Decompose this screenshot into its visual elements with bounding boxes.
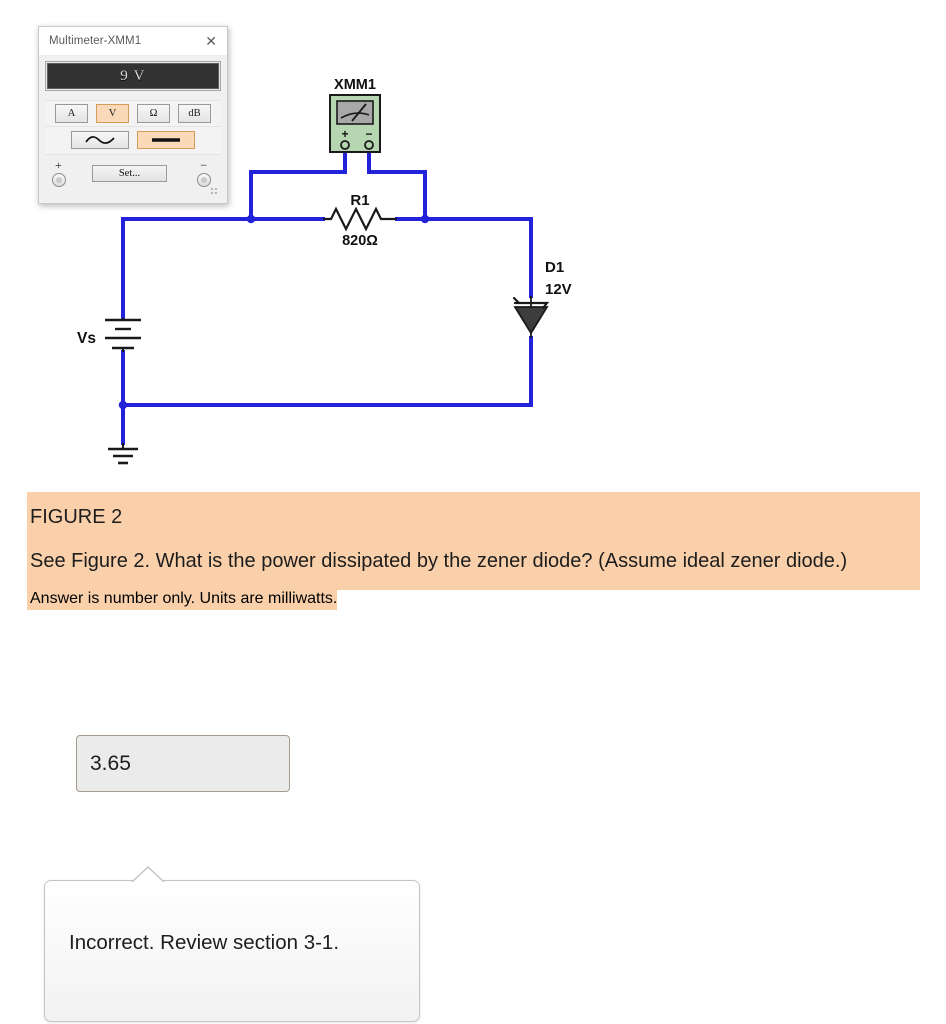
dc-line-icon[interactable] [137,131,195,149]
mode-button-volts[interactable]: V [96,104,129,123]
xmm1-plus-label: + [341,127,348,141]
multimeter-title: Multimeter-XMM1 [49,35,142,47]
mode-button-amps[interactable]: A [55,104,88,123]
question-prompt: See Figure 2. What is the power dissipat… [27,546,920,590]
figure-title: FIGURE 2 [27,492,920,546]
multimeter-waveform-row [45,127,221,155]
terminal-minus-label: − [200,158,207,172]
circuit-diagram: + − XMM1 R1 820Ω D1 12V [0,0,946,480]
diode-d1-value: 12V [545,281,572,298]
circuit-junctions [118,214,430,410]
mode-button-ohms[interactable]: Ω [137,104,170,123]
multimeter-display: 9 V [47,63,219,89]
feedback-message: Incorrect. Review section 3-1. [69,931,340,954]
multimeter-titlebar[interactable]: Multimeter-XMM1 ✕ [39,27,227,56]
resistor-r1-zigzag [323,206,397,232]
answer-input[interactable] [76,735,290,792]
voltage-source-label: Vs [77,330,96,347]
xmm1-ref-label: XMM1 [334,77,376,93]
multimeter-bottom-row: + Set... − [45,157,221,197]
diode-d1-zener-bar [512,296,550,310]
ac-sine-glyph [85,136,115,144]
wire-meter-left-branch [249,170,347,221]
terminal-plus-label: + [55,158,62,172]
ground-symbol [108,443,138,465]
voltage-source-vs[interactable]: Vs [77,318,141,352]
resistor-r1[interactable]: R1 820Ω [323,192,397,249]
multimeter-mode-row: A V Ω dB [45,100,221,127]
ac-sine-icon[interactable] [71,131,129,149]
diode-d1-triangle [513,306,549,335]
junction-right-node [420,214,430,224]
wire-meter-right-branch [367,170,427,221]
xmm1-scale-arc [340,112,370,119]
callout-arrow-fill [133,868,163,882]
dc-line-glyph [152,138,180,142]
mode-button-decibels[interactable]: dB [178,104,211,123]
diode-d1-ref: D1 [545,259,564,276]
xmm1-instrument[interactable]: + − XMM1 [329,77,381,153]
xmm1-terminal-plus [340,140,350,150]
xmm1-terminal-minus [364,140,374,150]
xmm1-needle [351,103,367,122]
xmm1-minus-label: − [365,127,372,141]
multimeter-control-panel: A V Ω dB + Set [45,100,221,197]
junction-ground-node [118,400,128,410]
question-units-note: Answer is number only. Units are milliwa… [27,590,338,610]
multimeter-reading: 9 V [120,67,146,84]
zener-diode-d1[interactable]: D1 12V [512,259,572,338]
feedback-callout: Incorrect. Review section 3-1. [44,866,420,1022]
terminal-plus-jack[interactable] [52,173,66,187]
multimeter-body: 9 V A V Ω dB [39,56,227,203]
set-button[interactable]: Set... [92,165,167,182]
circuit-wires [121,150,533,445]
circuit-schematic-svg: + − XMM1 R1 820Ω D1 12V [77,77,572,465]
resistor-r1-ref: R1 [350,192,369,209]
multimeter-window[interactable]: Multimeter-XMM1 ✕ 9 V A V Ω dB [38,26,228,204]
resistor-r1-value: 820Ω [342,233,378,249]
terminal-minus-jack[interactable] [197,173,211,187]
question-block: FIGURE 2 See Figure 2. What is the power… [27,492,920,610]
multimeter-display-frame: 9 V [45,61,221,91]
junction-left-node [246,214,256,224]
close-icon[interactable]: ✕ [205,33,217,49]
question-units-note-wrap: Answer is number only. Units are milliwa… [27,590,920,610]
resize-grip-icon[interactable] [211,188,220,197]
